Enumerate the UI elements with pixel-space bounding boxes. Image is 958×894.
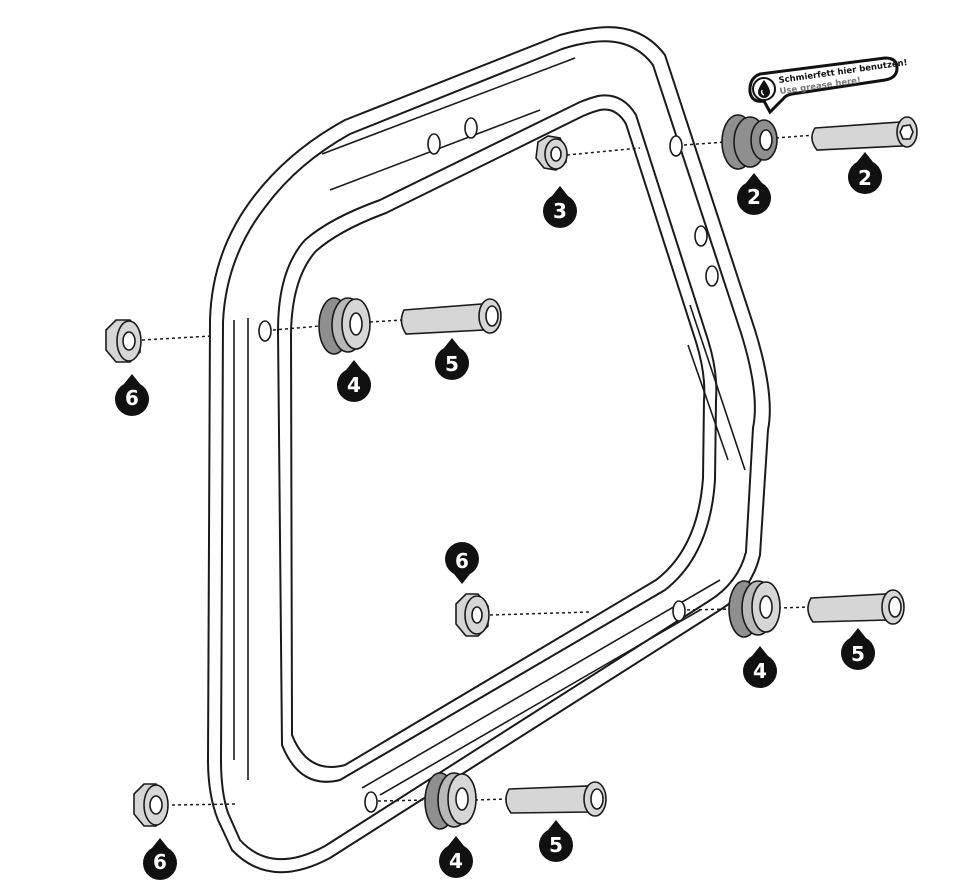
frame-hole bbox=[705, 265, 719, 287]
nut-left bbox=[105, 319, 142, 363]
assembly-line bbox=[775, 134, 816, 139]
assembly-line bbox=[474, 798, 508, 801]
badge-washer-top: 2 bbox=[737, 173, 772, 215]
assembly-line bbox=[141, 335, 213, 341]
badge-nut-left: 6 bbox=[115, 374, 149, 416]
badge-nut-bottom: 6 bbox=[142, 838, 177, 881]
frame-hole bbox=[672, 600, 686, 622]
washer-stack-top bbox=[721, 114, 778, 170]
spacer-left bbox=[318, 297, 371, 355]
svg-text:5: 5 bbox=[549, 833, 563, 857]
frame bbox=[207, 26, 771, 874]
frame-rib-top-1 bbox=[321, 57, 576, 155]
svg-text:6: 6 bbox=[153, 850, 167, 874]
frame-rib-right-2 bbox=[687, 344, 729, 461]
badge-spacer-right: 4 bbox=[743, 646, 777, 688]
assembly-line bbox=[683, 141, 727, 146]
svg-text:4: 4 bbox=[449, 849, 463, 873]
svg-text:4: 4 bbox=[347, 373, 361, 397]
badge-bolt-left: 5 bbox=[435, 338, 470, 380]
frame-rib-bottom-1 bbox=[361, 579, 721, 789]
nut-bottom bbox=[133, 783, 169, 827]
bolt-left bbox=[400, 298, 502, 335]
frame-inner-opening bbox=[277, 94, 718, 783]
frame-rib-right-1 bbox=[689, 304, 746, 471]
svg-text:5: 5 bbox=[851, 642, 865, 666]
frame-inner-opening-edge bbox=[290, 108, 706, 768]
assembly-line bbox=[777, 606, 811, 609]
svg-text:2: 2 bbox=[747, 185, 761, 209]
frame-hole bbox=[427, 133, 441, 155]
bolt-bottom bbox=[505, 781, 607, 817]
assembly-line bbox=[686, 608, 734, 611]
callout-bubble bbox=[748, 56, 899, 115]
svg-text:4: 4 bbox=[753, 659, 767, 683]
badge-nut-top: 3 bbox=[543, 186, 577, 229]
frame-rib-bottom-2 bbox=[379, 609, 701, 796]
assembly-lines bbox=[141, 134, 816, 806]
nut-center bbox=[455, 593, 490, 637]
badge-spacer-left: 4 bbox=[336, 360, 372, 402]
assembly-line bbox=[566, 147, 641, 156]
bolt-top bbox=[811, 116, 918, 151]
badge-bolt-right: 5 bbox=[841, 628, 876, 670]
assembly-line bbox=[377, 799, 429, 802]
assembly-line bbox=[489, 611, 591, 616]
svg-text:2: 2 bbox=[858, 166, 872, 190]
svg-text:5: 5 bbox=[445, 352, 459, 376]
frame-outer-inner-edge bbox=[220, 40, 756, 861]
frame-hole bbox=[694, 225, 708, 247]
svg-text:6: 6 bbox=[125, 386, 139, 410]
badge-bolt-top: 2 bbox=[848, 152, 883, 195]
frame-hole bbox=[364, 791, 378, 813]
svg-text:6: 6 bbox=[455, 549, 469, 573]
badge-nut-center: 6 bbox=[445, 542, 480, 584]
svg-text:3: 3 bbox=[553, 199, 567, 223]
assembly-line bbox=[171, 803, 239, 806]
spacer-bottom bbox=[424, 772, 477, 830]
assembly-line bbox=[369, 319, 403, 323]
spacer-right bbox=[728, 580, 781, 638]
badge-spacer-bottom: 4 bbox=[439, 836, 473, 879]
frame-hole bbox=[669, 135, 683, 157]
badge-bolt-bottom: 5 bbox=[539, 820, 573, 862]
frame-outer-edge bbox=[207, 26, 771, 874]
assembly-line bbox=[272, 325, 321, 331]
grease-callout: Schmierfett hier benutzen! Use grease he… bbox=[748, 56, 908, 115]
frame-hole bbox=[464, 117, 478, 139]
frame-hole bbox=[258, 320, 272, 342]
bolt-right bbox=[807, 589, 905, 625]
nut-top bbox=[535, 135, 568, 171]
grease-drop-icon bbox=[752, 77, 776, 101]
